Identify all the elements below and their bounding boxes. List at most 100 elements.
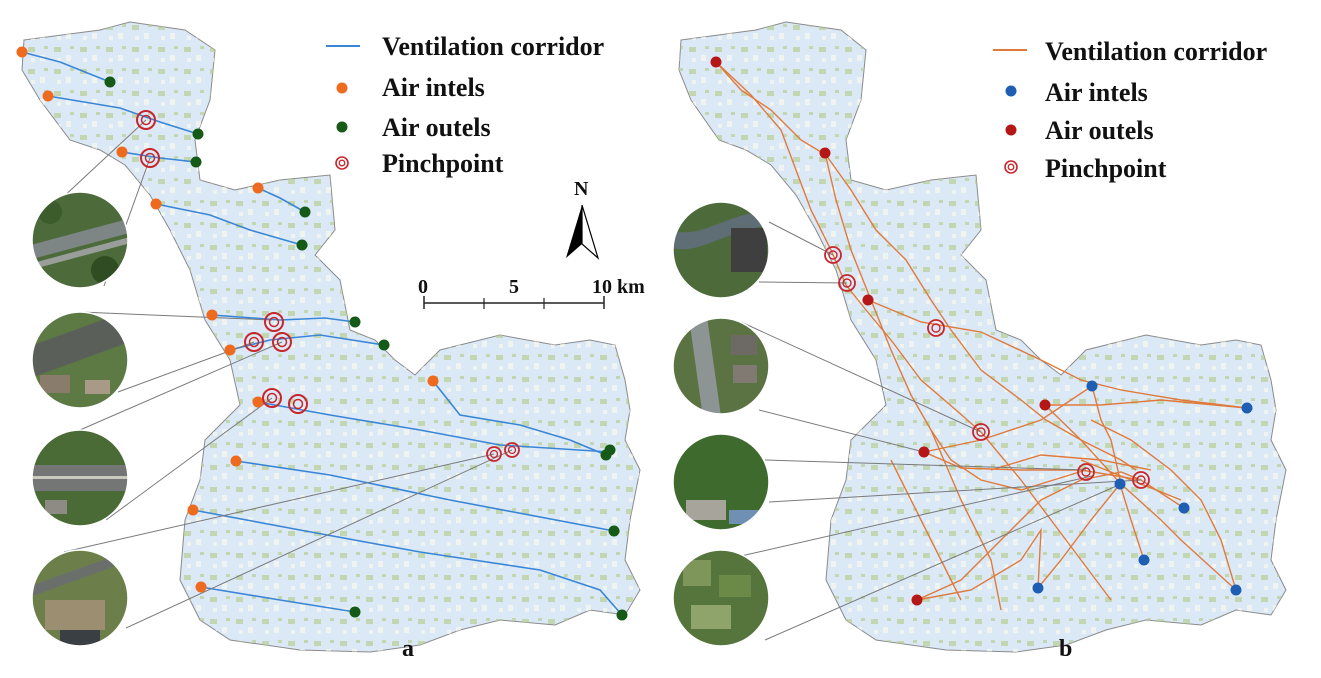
inlet-point: [206, 309, 218, 321]
pinchpoint-marker: [264, 312, 284, 332]
corridor-line: [1119, 483, 1145, 561]
legend-outlet-swatch: [336, 121, 348, 133]
air-inlets: [1032, 380, 1253, 596]
corridor-line: [1090, 419, 1237, 591]
outlet-point: [604, 444, 616, 456]
air-outlets: [710, 56, 1051, 606]
corridor-line: [867, 299, 1248, 409]
legend-pinchpoint-label: Pinchpoint: [382, 149, 504, 178]
corridor-line: [432, 380, 607, 456]
inlet-point: [195, 581, 207, 593]
map-a-svg: Ventilation corridor Air intels Air oute…: [16, 21, 645, 662]
inset-leader-lines: [740, 221, 1142, 641]
legend-outlet-label: Air outels: [382, 113, 491, 142]
scale-label-10: 10: [592, 276, 612, 298]
corridor-line: [923, 385, 1093, 453]
legend-pinchpoint-swatch: [335, 156, 349, 170]
pinchpoint-marker: [824, 246, 842, 264]
corridor-line: [47, 95, 199, 135]
outlet-point: [608, 525, 620, 537]
corridor-line: [824, 152, 1087, 491]
map-panel-a: Ventilation corridor Air intels Air oute…: [0, 0, 660, 678]
north-arrow-icon: N: [566, 178, 600, 260]
scale-bar: 0 5 10 km: [418, 276, 645, 309]
outlet-point: [296, 239, 308, 251]
corridor-line: [1044, 404, 1237, 591]
inlet-point: [252, 396, 264, 408]
aerial-photo-road: [31, 429, 129, 527]
inlet-point: [150, 198, 162, 210]
pinchpoint-marker: [1077, 463, 1095, 481]
inlet-point: [427, 375, 439, 387]
corridor-line: [980, 431, 1112, 601]
inlet-point: [1032, 582, 1044, 594]
corridor-line: [715, 61, 982, 433]
corridor-line: [155, 203, 303, 246]
corridor-line: [916, 471, 1142, 601]
aerial-photo-rail: [672, 317, 770, 415]
outlet-point: [710, 56, 722, 68]
inlet-point: [16, 46, 28, 58]
outlet-point: [349, 606, 361, 618]
panel-letter-b: b: [1059, 636, 1072, 662]
legend-inlet-swatch: [336, 82, 348, 94]
corridor-line: [1037, 483, 1121, 589]
outlet-point: [104, 76, 116, 88]
scale-label-5: 5: [509, 276, 519, 298]
outlet-point: [819, 147, 831, 159]
aerial-photo-park: [672, 433, 770, 531]
outlet-point: [616, 609, 628, 621]
inlet-point: [1138, 554, 1150, 566]
corridor-line: [200, 586, 356, 613]
pinchpoint-marker: [838, 274, 856, 292]
pinchpoint-marker: [244, 332, 264, 352]
aerial-photo-canal: [31, 311, 129, 409]
panel-letter-a: a: [402, 636, 414, 662]
inlet-point: [230, 455, 242, 467]
pinchpoints: [136, 110, 520, 462]
inlet-point: [1241, 402, 1253, 414]
pinchpoint-marker: [272, 332, 292, 352]
corridor-line: [890, 459, 962, 601]
legend-inlet-label: Air intels: [1045, 78, 1148, 107]
pinchpoint-marker: [140, 148, 160, 168]
air-outlets: [104, 76, 628, 621]
outlet-point: [918, 446, 930, 458]
aerial-photo-farmland: [672, 549, 770, 647]
air-inlets: [16, 46, 439, 593]
pinchpoint-marker: [288, 394, 308, 414]
inlet-point: [1086, 380, 1098, 392]
outlet-point: [862, 294, 874, 306]
corridor-line: [916, 527, 1042, 601]
outlet-point: [378, 339, 390, 351]
corridor-line: [1080, 459, 1182, 501]
corridor-line: [235, 460, 615, 532]
outlet-point: [299, 206, 311, 218]
legend-outlet-label: Air outels: [1045, 116, 1154, 145]
pinchpoints: [824, 246, 1150, 489]
legend-inlet-swatch: [1005, 85, 1017, 97]
outlet-point: [1039, 399, 1051, 411]
pinchpoint-marker: [486, 446, 502, 462]
aerial-photo-highway: [31, 191, 129, 289]
legend-corridor-label: Ventilation corridor: [1045, 37, 1267, 66]
legend-pinchpoint-swatch: [1004, 160, 1018, 174]
inlet-point: [187, 504, 199, 516]
legend-pinchpoint-label: Pinchpoint: [1045, 154, 1167, 183]
legend-corridor-label: Ventilation corridor: [382, 32, 604, 61]
legend-b: Ventilation corridor Air intels Air oute…: [993, 37, 1267, 183]
outlet-point: [192, 128, 204, 140]
outlet-point: [349, 316, 361, 328]
corridor-line: [21, 51, 111, 83]
pinchpoint-marker: [1132, 471, 1150, 489]
corridor-line: [257, 401, 611, 453]
aerial-photo-greenspace: [31, 549, 129, 647]
pinchpoint-marker: [972, 423, 990, 441]
corridor-line: [192, 509, 623, 616]
ventilation-corridors: [21, 51, 623, 616]
pinchpoint-marker: [262, 388, 282, 408]
legend-a: Ventilation corridor Air intels Air oute…: [326, 32, 604, 178]
inlet-point: [116, 146, 128, 158]
corridor-line: [1091, 385, 1122, 485]
map-panel-b: Ventilation corridor Air intels Air oute…: [661, 0, 1321, 678]
